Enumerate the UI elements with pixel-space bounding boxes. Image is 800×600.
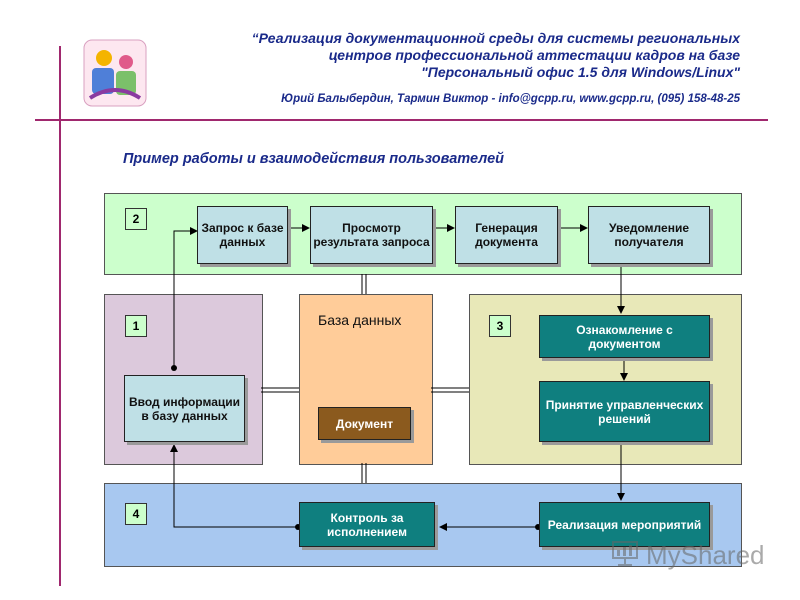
zone-1-number: 1: [125, 315, 147, 337]
logo-image: [82, 38, 148, 108]
box-request: Запрос к базе данных: [197, 206, 288, 264]
presentation-icon: [610, 538, 640, 573]
box-generate: Генерация документа: [455, 206, 558, 264]
header-title: “Реализация документационной среды для с…: [160, 30, 740, 81]
box-document: Документ: [318, 407, 411, 440]
box-implementation: Реализация мероприятий: [539, 502, 710, 547]
box-notify: Уведомление получателя: [588, 206, 710, 264]
box-input-info: Ввод информации в базу данных: [124, 375, 245, 442]
vertical-rule: [59, 46, 61, 586]
page-subtitle: Пример работы и взаимодействия пользоват…: [123, 151, 504, 167]
box-view-result: Просмотр результата запроса: [310, 206, 433, 264]
horizontal-rule: [35, 119, 768, 121]
database-label: База данных: [318, 312, 402, 328]
box-familiarize: Ознакомление с документом: [539, 315, 710, 358]
header-title-line-1: “Реализация документационной среды для с…: [251, 30, 740, 46]
watermark: MyShared: [610, 538, 765, 573]
header-authors: Юрий Балыбердин, Тармин Виктор - info@gc…: [281, 93, 740, 105]
zone-3-number: 3: [489, 315, 511, 337]
box-control: Контроль за исполнением: [299, 502, 435, 547]
box-decisions: Принятие управленческих решений: [539, 381, 710, 442]
watermark-text: MyShared: [646, 540, 765, 570]
header-title-line-2: центров профессиональной аттестации кадр…: [328, 47, 740, 63]
header-title-line-3: "Персональный офис 1.5 для Windows/Linux…: [421, 64, 740, 80]
zone-4-number: 4: [125, 503, 147, 525]
zone-2-number: 2: [125, 208, 147, 230]
